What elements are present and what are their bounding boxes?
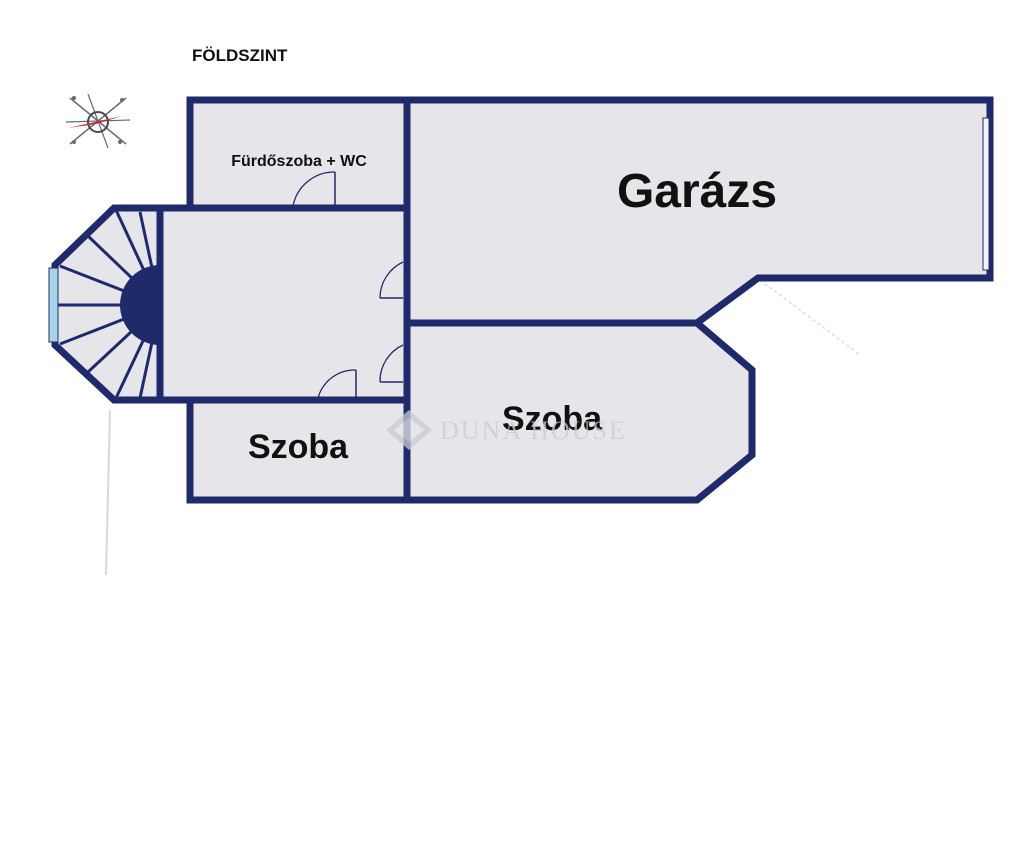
staircase-window <box>48 267 59 343</box>
watermark-logo: DUNA HOUSE <box>386 410 627 450</box>
door-room-left <box>317 369 357 399</box>
room-hallway <box>156 204 411 404</box>
room-label-right: Szoba <box>502 400 603 438</box>
door-garage-lower <box>379 344 404 383</box>
room-label-left: Szoba <box>248 428 349 466</box>
compass-icon <box>65 93 131 149</box>
stair-core <box>120 265 160 345</box>
room-label-bathroom: Fürdőszoba + WC <box>231 153 367 170</box>
room-left <box>186 396 411 504</box>
door-bathroom <box>292 171 336 207</box>
door-garage-upper <box>379 261 404 299</box>
outdoor-lines <box>105 279 861 576</box>
svg-text:DUNA HOUSE: DUNA HOUSE <box>440 416 627 445</box>
garage-door <box>982 117 990 271</box>
room-right <box>403 319 756 504</box>
room-label-garage: Garázs <box>617 165 777 218</box>
floor-title: FÖLDSZINT <box>192 46 288 65</box>
